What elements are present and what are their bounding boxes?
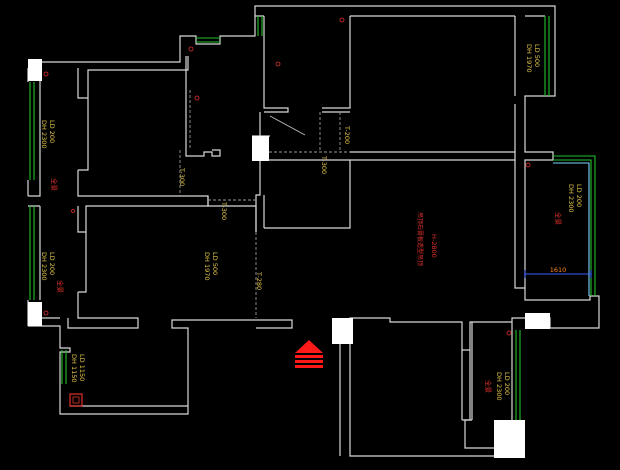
window-bottom-right xyxy=(515,330,521,420)
wall-outer-left xyxy=(27,68,293,415)
label-ld200-right-1: LD 200 xyxy=(575,184,583,207)
windows xyxy=(29,16,596,420)
column-6 xyxy=(494,420,525,458)
wall-center-core xyxy=(252,16,351,137)
label-ld1150-1: LD 1150 xyxy=(78,354,86,381)
label-ld200-right-2: DH 2300 xyxy=(567,184,575,213)
dimension-line xyxy=(524,270,592,278)
label-ld200-left-lower-2: DH 2300 xyxy=(40,252,48,281)
red-label-ceiling: 吊顶石膏板造型吊顶 xyxy=(416,212,424,266)
door-tag-t280: T-280 xyxy=(255,271,263,290)
wall-left-inner xyxy=(78,98,89,293)
floor-drain-outer xyxy=(69,393,83,407)
column-3 xyxy=(252,136,269,161)
label-ld200-left-upper-1: LD 200 xyxy=(48,120,56,143)
red-label-bottom-right: 全景 xyxy=(484,380,493,394)
label-ld500-center-2: DH 1970 xyxy=(203,252,211,281)
entry-arrow-icon xyxy=(295,340,323,368)
window-left-lower xyxy=(29,206,35,300)
door-tag-t300-b: T-300 xyxy=(220,201,228,220)
marker-2 xyxy=(43,310,49,316)
column-5 xyxy=(525,313,550,329)
wall-left-mid xyxy=(67,56,209,329)
floor-drain-inner xyxy=(72,396,80,404)
dimension-text: 1610 xyxy=(550,266,567,274)
window-right-bay xyxy=(553,155,596,296)
label-ld500-top-right-2: DH 1970 xyxy=(525,44,533,73)
label-ld1150-2: DH 1150 xyxy=(70,354,78,383)
marker-5 xyxy=(275,61,281,67)
red-markers xyxy=(43,17,531,336)
label-ld200-bottom-right-1: LD 200 xyxy=(503,372,511,395)
wall-center-mid xyxy=(255,151,516,232)
marker-7 xyxy=(525,162,531,168)
label-ld200-bottom-right-2: DH 2300 xyxy=(495,372,503,401)
column-1 xyxy=(28,59,42,81)
window-top-center xyxy=(196,37,220,43)
columns xyxy=(28,59,550,458)
wall-right-inner xyxy=(514,16,525,289)
floor-drain-icon xyxy=(69,393,83,407)
entry-arrow-bar-1 xyxy=(295,355,323,358)
red-labels: 全景 全景 全景 全景 H-2800 吊顶石膏板造型吊顶 xyxy=(50,178,563,394)
marker-4 xyxy=(194,95,200,101)
door-swings xyxy=(179,90,350,318)
window-top-left-col xyxy=(257,16,263,36)
marker-1 xyxy=(43,71,49,77)
door-tag-t300-c: T-300 xyxy=(320,155,328,174)
door-tags: T-300 T-300 T-200 T-280 T-300 xyxy=(178,125,351,290)
label-ld500-center-1: LD 500 xyxy=(211,252,219,275)
window-top-right xyxy=(544,16,550,96)
entry-arrow-bar-2 xyxy=(295,360,323,363)
entry-arrow-head xyxy=(295,340,323,353)
red-label-height: H-2800 xyxy=(430,234,438,258)
window-right-bay-inner xyxy=(553,162,590,296)
door-tag-t300-a: T-300 xyxy=(178,167,186,186)
wall-upper-left-room xyxy=(28,5,600,457)
red-label-left-upper: 全景 xyxy=(50,178,59,192)
door-swing-diagonal xyxy=(269,115,306,136)
marker-9 xyxy=(71,209,75,213)
window-bottom-left xyxy=(61,350,67,384)
red-label-right: 全景 xyxy=(554,212,563,226)
walls xyxy=(27,5,600,457)
label-ld500-top-right-1: LD 500 xyxy=(533,44,541,67)
marker-8 xyxy=(506,330,512,336)
window-left-upper xyxy=(29,82,35,180)
dimension-1610: 1610 xyxy=(524,266,592,278)
opening-labels: LD 500 DH 1970 LD 500 DH 1970 LD 200 DH … xyxy=(40,44,583,401)
label-ld200-left-upper-2: DH 2300 xyxy=(40,120,48,149)
wall-bottom-right xyxy=(339,318,513,456)
entry-arrow-bar-3 xyxy=(295,365,323,368)
column-4 xyxy=(332,318,353,344)
marker-3 xyxy=(188,46,194,52)
column-2 xyxy=(28,302,42,326)
marker-6 xyxy=(339,17,345,23)
label-ld200-left-lower-1: LD 200 xyxy=(48,252,56,275)
door-tag-t200: T-200 xyxy=(343,125,351,144)
red-label-left-lower: 全景 xyxy=(56,280,65,294)
